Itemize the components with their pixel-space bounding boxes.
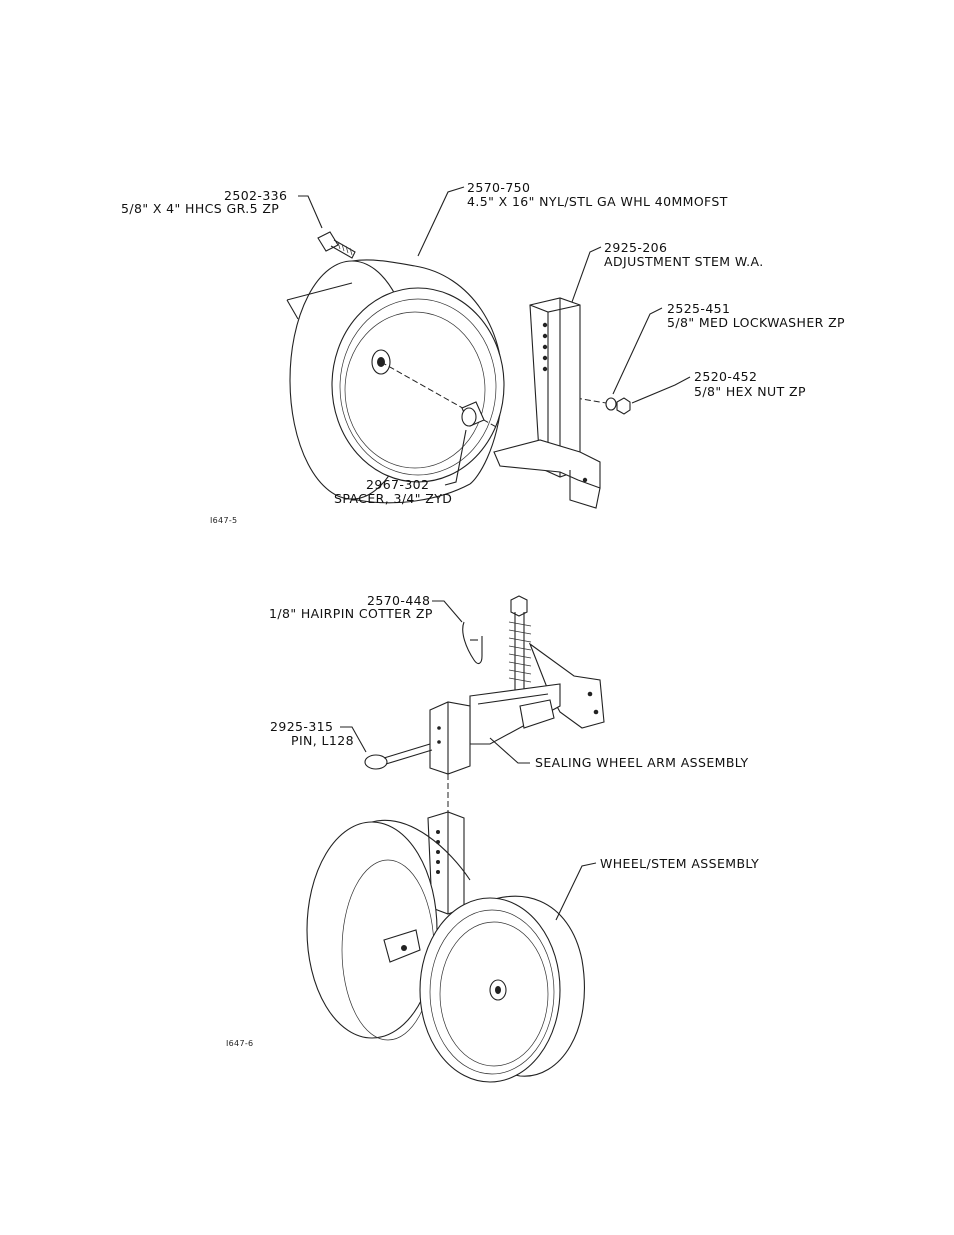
pin-part-number: 2925-315 bbox=[270, 719, 334, 734]
lower-assembly-view bbox=[306, 595, 605, 1083]
wheel-description: 4.5" X 16" NYL/STL GA WHL 40MMOFST bbox=[467, 194, 728, 209]
arm-assembly-label: SEALING WHEEL ARM ASSEMBLY bbox=[535, 755, 749, 770]
nut-description: 5/8" HEX NUT ZP bbox=[694, 384, 806, 399]
wheel-stem-assembly-label: WHEEL/STEM ASSEMBLY bbox=[600, 856, 760, 871]
nut-part-number: 2520-452 bbox=[694, 369, 758, 384]
lower-figure-id: I647-6 bbox=[226, 1039, 254, 1048]
pin-l128 bbox=[364, 743, 433, 770]
stem-description: ADJUSTMENT STEM W.A. bbox=[604, 254, 764, 269]
cotter-description: 1/8" HAIRPIN COTTER ZP bbox=[269, 606, 433, 621]
wheel-part-number: 2570-750 bbox=[467, 180, 531, 195]
cotter-part-number: 2570-448 bbox=[367, 593, 431, 608]
hairpin-cotter bbox=[462, 621, 483, 665]
lockwasher-description: 5/8" MED LOCKWASHER ZP bbox=[667, 315, 845, 330]
upper-figure-id: I647-5 bbox=[210, 516, 238, 525]
spacer-part-number: 2967-302 bbox=[366, 477, 430, 492]
hex-nut bbox=[616, 397, 631, 415]
spacer-description: SPACER, 3/4" ZYD bbox=[334, 491, 453, 506]
adjustment-stem bbox=[493, 297, 601, 509]
hhcs-bolt bbox=[317, 231, 356, 259]
upper-exploded-view bbox=[286, 186, 691, 509]
stem-part-number: 2925-206 bbox=[604, 240, 668, 255]
spacer bbox=[461, 401, 485, 427]
bolt-part-number: 2502-336 bbox=[224, 188, 288, 203]
lockwasher-part-number: 2525-451 bbox=[667, 301, 731, 316]
lockwasher bbox=[605, 397, 617, 411]
sealing-wheel-arm bbox=[429, 642, 605, 775]
gauge-wheel bbox=[286, 259, 505, 504]
pin-description: PIN, L128 bbox=[291, 733, 354, 748]
bolt-description: 5/8" X 4" HHCS GR.5 ZP bbox=[121, 201, 280, 216]
rear-sealing-wheel bbox=[306, 819, 471, 1041]
front-sealing-wheel bbox=[419, 895, 585, 1083]
lower-leaders bbox=[340, 600, 597, 921]
upper-leaders bbox=[298, 186, 691, 486]
down-pressure-spring bbox=[508, 595, 532, 690]
